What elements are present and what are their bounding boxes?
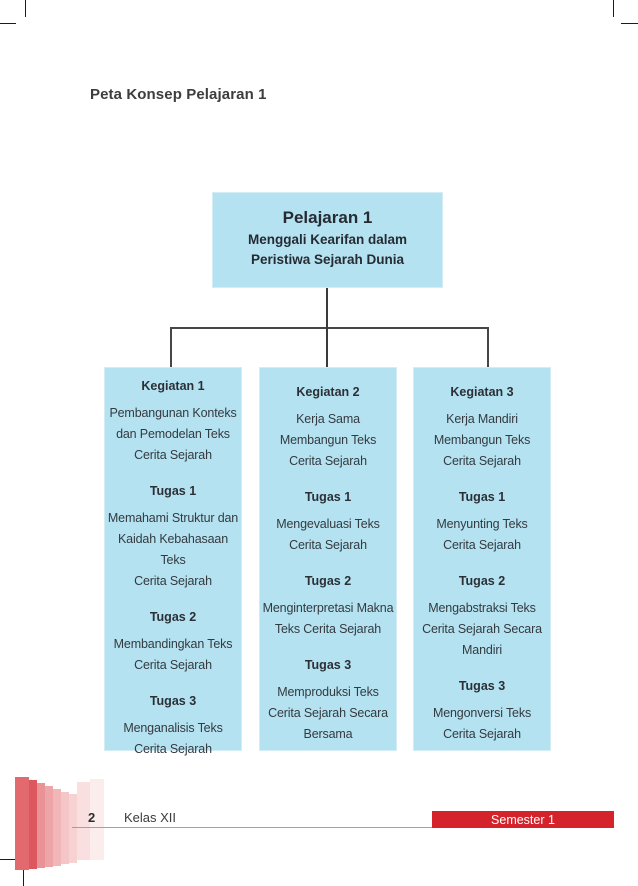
decorative-bar bbox=[77, 782, 90, 860]
section-tugas-2: Tugas 2 Menginterpretasi Makna Teks Ceri… bbox=[262, 571, 394, 640]
section-title: Tugas 2 bbox=[458, 574, 506, 588]
section-body: Memahami Struktur dan Kaidah Kebahasaan … bbox=[107, 511, 239, 588]
connector-root-vertical bbox=[326, 288, 328, 328]
root-node-title: Pelajaran 1 bbox=[282, 208, 373, 227]
section-kegiatan: Kegiatan 2 Kerja Sama Membangun Teks Cer… bbox=[262, 382, 394, 472]
section-body: Menganalisis Teks Cerita Sejarah bbox=[123, 721, 223, 756]
section-tugas-3: Tugas 3 Memproduksi Teks Cerita Sejarah … bbox=[262, 655, 394, 745]
connector-right-vertical bbox=[487, 327, 489, 367]
section-body: Menginterpretasi Makna Teks Cerita Sejar… bbox=[262, 601, 394, 636]
page-title: Peta Konsep Pelajaran 1 bbox=[90, 86, 267, 103]
section-body: Kerja Mandiri Membangun Teks Cerita Seja… bbox=[433, 412, 531, 468]
section-tugas-3: Tugas 3 Menganalisis Teks Cerita Sejarah bbox=[107, 691, 239, 760]
crop-mark-bottom-left-horizontal bbox=[0, 859, 16, 860]
section-tugas-2: Tugas 2 Membandingkan Teks Cerita Sejara… bbox=[107, 607, 239, 676]
decorative-bar bbox=[15, 777, 29, 870]
crop-mark-top-right-horizontal bbox=[621, 23, 638, 24]
section-title: Kegiatan 1 bbox=[141, 379, 205, 393]
footer-rule bbox=[72, 827, 433, 828]
section-title: Tugas 1 bbox=[458, 490, 506, 504]
section-title: Tugas 3 bbox=[149, 694, 197, 708]
section-kegiatan: Kegiatan 1 Pembangunan Konteks dan Pemod… bbox=[107, 376, 239, 466]
decorative-bar bbox=[45, 786, 53, 867]
section-body: Mengonversi Teks Cerita Sejarah bbox=[432, 706, 532, 741]
section-kegiatan: Kegiatan 3 Kerja Mandiri Membangun Teks … bbox=[416, 382, 548, 472]
section-title: Tugas 2 bbox=[304, 574, 352, 588]
root-node-subtitle: Menggali Kearifan dalam Peristiwa Sejara… bbox=[247, 232, 408, 267]
decorative-bar bbox=[29, 780, 37, 869]
crop-mark-top-right-vertical bbox=[613, 0, 614, 17]
section-body: Mengabstraksi Teks Cerita Sejarah Secara… bbox=[422, 601, 542, 657]
section-body: Memproduksi Teks Cerita Sejarah Secara B… bbox=[268, 685, 388, 741]
section-title: Tugas 2 bbox=[149, 610, 197, 624]
crop-mark-top-left-horizontal bbox=[0, 23, 16, 24]
section-title: Kegiatan 3 bbox=[450, 385, 514, 399]
decorative-bar bbox=[69, 794, 77, 863]
class-label: Kelas XII bbox=[124, 810, 177, 825]
section-title: Tugas 3 bbox=[458, 679, 506, 693]
section-tugas-2: Tugas 2 Mengabstraksi Teks Cerita Sejara… bbox=[416, 571, 548, 661]
activity-column-2: Kegiatan 2 Kerja Sama Membangun Teks Cer… bbox=[259, 367, 397, 751]
decorative-bar bbox=[37, 783, 45, 868]
section-body: Mengevaluasi Teks Cerita Sejarah bbox=[276, 517, 380, 552]
semester-badge: Semester 1 bbox=[432, 811, 614, 828]
section-body: Pembangunan Konteks dan Pemodelan Teks C… bbox=[109, 406, 237, 462]
section-title: Tugas 1 bbox=[149, 484, 197, 498]
section-tugas-1: Tugas 1 Mengevaluasi Teks Cerita Sejarah bbox=[262, 487, 394, 556]
section-title: Tugas 1 bbox=[304, 490, 352, 504]
page-number: 2 bbox=[88, 810, 96, 825]
section-body: Kerja Sama Membangun Teks Cerita Sejarah bbox=[279, 412, 377, 468]
section-tugas-1: Tugas 1 Memahami Struktur dan Kaidah Keb… bbox=[107, 481, 239, 592]
crop-mark-bottom-left-vertical bbox=[23, 866, 24, 886]
activity-column-1: Kegiatan 1 Pembangunan Konteks dan Pemod… bbox=[104, 367, 242, 756]
section-tugas-3: Tugas 3 Mengonversi Teks Cerita Sejarah bbox=[416, 676, 548, 745]
connector-left-vertical bbox=[170, 327, 172, 367]
activity-column-3: Kegiatan 3 Kerja Mandiri Membangun Teks … bbox=[413, 367, 551, 751]
decorative-bar bbox=[90, 779, 104, 860]
crop-mark-top-left-vertical bbox=[25, 0, 26, 17]
connector-middle-vertical bbox=[326, 327, 328, 367]
decorative-bar bbox=[61, 792, 69, 864]
connector-branch-horizontal bbox=[170, 327, 488, 329]
section-title: Kegiatan 2 bbox=[296, 385, 360, 399]
section-tugas-1: Tugas 1 Menyunting Teks Cerita Sejarah bbox=[416, 487, 548, 556]
root-node: Pelajaran 1 Menggali Kearifan dalam Peri… bbox=[212, 192, 443, 288]
section-body: Membandingkan Teks Cerita Sejarah bbox=[113, 637, 233, 672]
section-body: Menyunting Teks Cerita Sejarah bbox=[436, 517, 528, 552]
decorative-bar bbox=[53, 789, 61, 866]
section-title: Tugas 3 bbox=[304, 658, 352, 672]
